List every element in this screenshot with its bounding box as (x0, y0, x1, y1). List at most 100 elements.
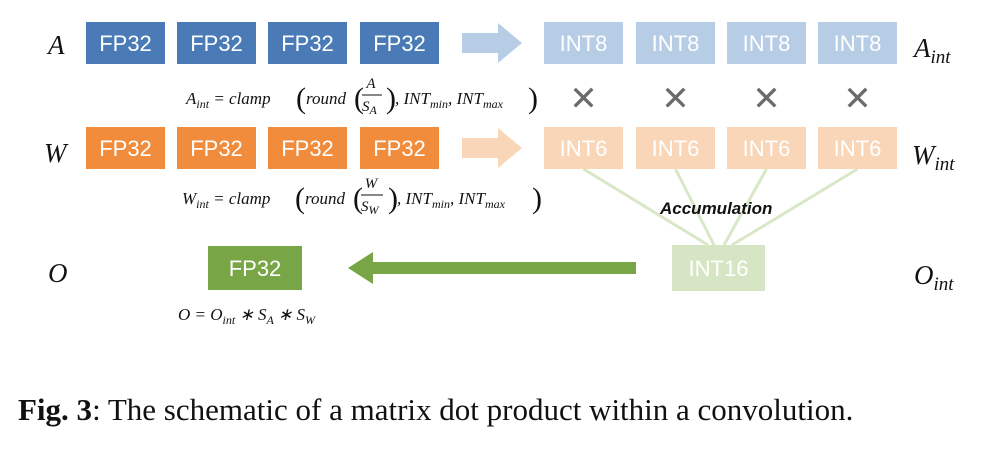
a-formula-tail: , INTmin, INTmax (395, 89, 504, 111)
accumulation-line (731, 167, 859, 247)
multiply-icon: ✕ (569, 79, 598, 119)
a-formula-lhs-main: A (185, 89, 197, 108)
diagram: A W O FP32 FP32 FP32 FP32 INT8 INT8 INT8… (44, 22, 956, 327)
w-formula-paren: ) (532, 182, 542, 215)
a-formula-den-sub: A (369, 103, 378, 117)
o-int-label-main: O (914, 260, 934, 290)
w-quantize-arrow (462, 128, 522, 168)
w-quant-formula: Wint = clamp ( round ( W SW ) , INTmin, … (182, 176, 542, 217)
w-formula-round: round (305, 189, 345, 208)
a-int-box-label: INT8 (834, 31, 882, 56)
o-formula-p1: O = O (178, 305, 223, 324)
a-fp-box-label: FP32 (281, 31, 334, 56)
a-formula-paren: ( (296, 82, 306, 115)
figure-caption: Fig. 3: The schematic of a matrix dot pr… (18, 392, 988, 428)
w-int-label-sub: int (935, 154, 956, 175)
a-fp-box: FP32 (268, 22, 347, 64)
a-formula-paren: ) (528, 82, 538, 115)
w-int-box-bg (544, 127, 623, 169)
w-fp-box: FP32 (360, 127, 439, 169)
accumulation-lines (582, 167, 859, 247)
o-int-label-sub: int (934, 274, 955, 295)
w-formula-paren: ( (353, 182, 363, 215)
w-int-box: INT6 (544, 127, 623, 169)
a-fp-box-bg (360, 22, 439, 64)
w-int-label-main: W (912, 140, 937, 170)
a-int-box-label: INT8 (560, 31, 608, 56)
o-formula-p3-sub: W (305, 313, 316, 327)
w-fp-box-bg (360, 127, 439, 169)
accumulation-line (722, 168, 768, 246)
w-int-box-label: INT6 (743, 136, 791, 161)
w-formula-lhs-sub: int (196, 197, 209, 211)
w-int-box-bg (727, 127, 806, 169)
o-int-box-label: INT16 (689, 256, 749, 281)
o-dequant-formula: O = Oint ∗ SA ∗ SW (178, 305, 316, 327)
w-fp-box-label: FP32 (99, 136, 152, 161)
a-formula-lhs: Aint = clamp (185, 89, 271, 111)
a-fp-box-label: FP32 (373, 31, 426, 56)
w-formula-den-main: S (361, 199, 369, 215)
o-fp-box-label: FP32 (229, 256, 282, 281)
a-int-box-bg (544, 22, 623, 64)
w-formula-tail1: , INT (397, 189, 434, 208)
a-quant-formula: Aint = clamp ( round ( A SA ) , INTmin, … (185, 76, 538, 117)
a-fp-box-bg (268, 22, 347, 64)
w-int-box: INT6 (727, 127, 806, 169)
a-fp-box-label: FP32 (190, 31, 243, 56)
w-int-box-label: INT6 (652, 136, 700, 161)
a-fp-box: FP32 (177, 22, 256, 64)
w-formula-tail2-sub: max (485, 197, 506, 211)
a-fp-box-bg (86, 22, 165, 64)
w-formula-den: SW (361, 199, 380, 217)
o-formula-p1-sub: int (223, 313, 236, 327)
a-int-label-main: A (912, 33, 931, 63)
w-fp-box-label: FP32 (281, 136, 334, 161)
a-quantize-arrow (462, 23, 522, 63)
w-formula-paren: ( (295, 182, 305, 215)
w-formula-paren: ) (388, 182, 398, 215)
caption-text: : The schematic of a matrix dot product … (92, 392, 854, 427)
a-formula-tail1-sub: min (430, 97, 448, 111)
dequantize-arrow (348, 252, 636, 284)
a-formula-eq: = clamp (209, 89, 271, 108)
a-int-box: INT8 (544, 22, 623, 64)
w-formula-lhs-main: W (182, 189, 198, 208)
a-formula-tail2-sub: max (483, 97, 504, 111)
o-formula-p2: ∗ S (235, 305, 267, 324)
a-formula-tail2: , INT (448, 89, 485, 108)
row-label-a: A (46, 30, 65, 60)
accumulation-line (674, 168, 716, 246)
w-fp-box-label: FP32 (373, 136, 426, 161)
w-formula-tail1-sub: min (432, 197, 450, 211)
w-int-box-label: INT6 (834, 136, 882, 161)
caption-label: Fig. 3 (18, 392, 93, 427)
multiply-icon: ✕ (843, 79, 872, 119)
w-fp-box-bg (177, 127, 256, 169)
a-int-box-bg (818, 22, 897, 64)
a-fp-box-label: FP32 (99, 31, 152, 56)
w-fp-box-bg (268, 127, 347, 169)
w-int-box-bg (818, 127, 897, 169)
w-int-box: INT6 (818, 127, 897, 169)
o-int-box: INT16 (672, 245, 765, 291)
a-int-box-label: INT8 (652, 31, 700, 56)
o-fp-box: FP32 (208, 246, 302, 290)
accumulation-line (582, 167, 709, 247)
w-formula-den-sub: W (369, 203, 380, 217)
a-int-label: Aint (912, 33, 951, 68)
w-fp-box: FP32 (177, 127, 256, 169)
w-fp-box: FP32 (86, 127, 165, 169)
o-int-box-bg (672, 245, 765, 291)
a-formula-round: round (306, 89, 346, 108)
multiply-icon: ✕ (661, 79, 690, 119)
a-int-box-label: INT8 (743, 31, 791, 56)
a-int-box: INT8 (818, 22, 897, 64)
a-int-box-bg (727, 22, 806, 64)
multiply-icon: ✕ (752, 79, 781, 119)
a-int-box: INT8 (636, 22, 715, 64)
w-formula-eq: = clamp (209, 189, 271, 208)
a-formula-tail1: , INT (395, 89, 432, 108)
a-int-box: INT8 (727, 22, 806, 64)
o-formula-p2-sub: A (265, 313, 274, 327)
